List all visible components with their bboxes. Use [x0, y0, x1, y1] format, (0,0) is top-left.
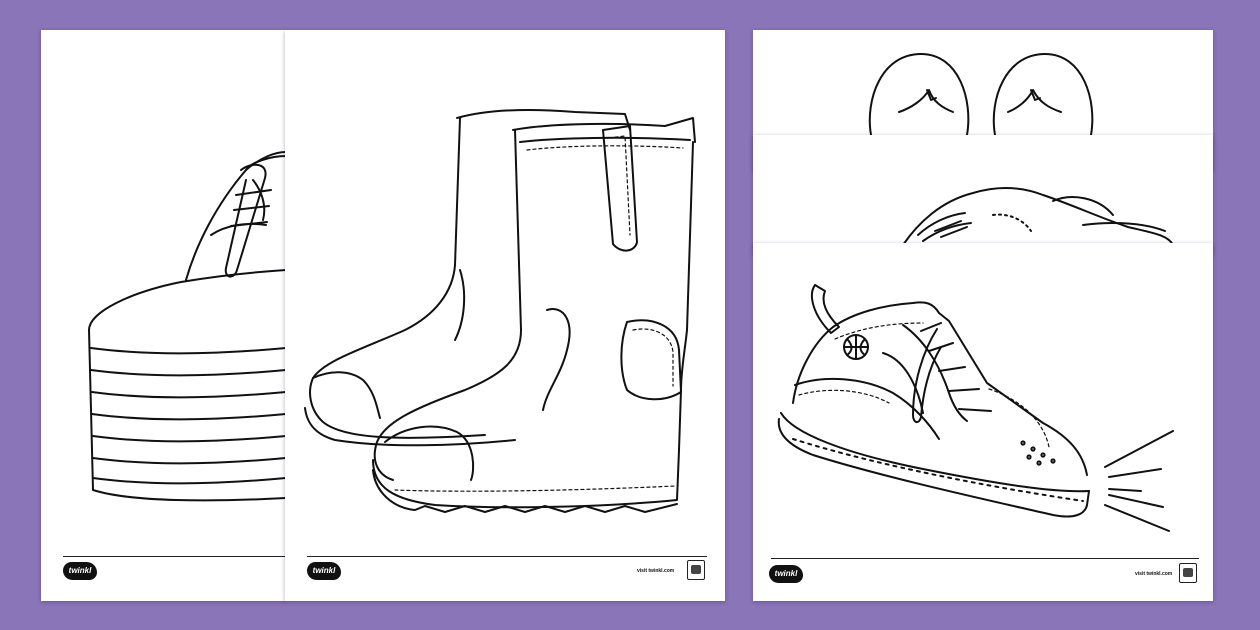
- platform-shoe-drawing: [88, 151, 286, 502]
- worksheet-rigger-boots[interactable]: twinkl visit twinkl.com: [285, 30, 725, 601]
- worksheet-platform-shoe[interactable]: twinkl: [41, 30, 286, 601]
- quality-badge: [687, 560, 705, 580]
- twinkl-logo: twinkl: [769, 565, 803, 583]
- footer-divider: [771, 558, 1199, 559]
- worksheet-trainers[interactable]: [753, 135, 1213, 255]
- flip-flops-drawing: [868, 53, 1094, 136]
- twinkl-logo: twinkl: [63, 562, 97, 580]
- twinkl-logo: twinkl: [307, 562, 341, 580]
- trainers-drawing: [902, 187, 1174, 246]
- footer-divider: [307, 556, 707, 557]
- visit-twinkl-link[interactable]: visit twinkl.com: [637, 568, 675, 574]
- quality-badge: [1179, 563, 1197, 583]
- visit-twinkl-link[interactable]: visit twinkl.com: [1135, 571, 1173, 577]
- rigger-boots-drawing: [304, 109, 696, 513]
- worksheet-basketball-sneaker[interactable]: twinkl visit twinkl.com: [753, 243, 1213, 601]
- footer-divider: [63, 556, 286, 557]
- basketball-sneaker-drawing: [777, 284, 1174, 532]
